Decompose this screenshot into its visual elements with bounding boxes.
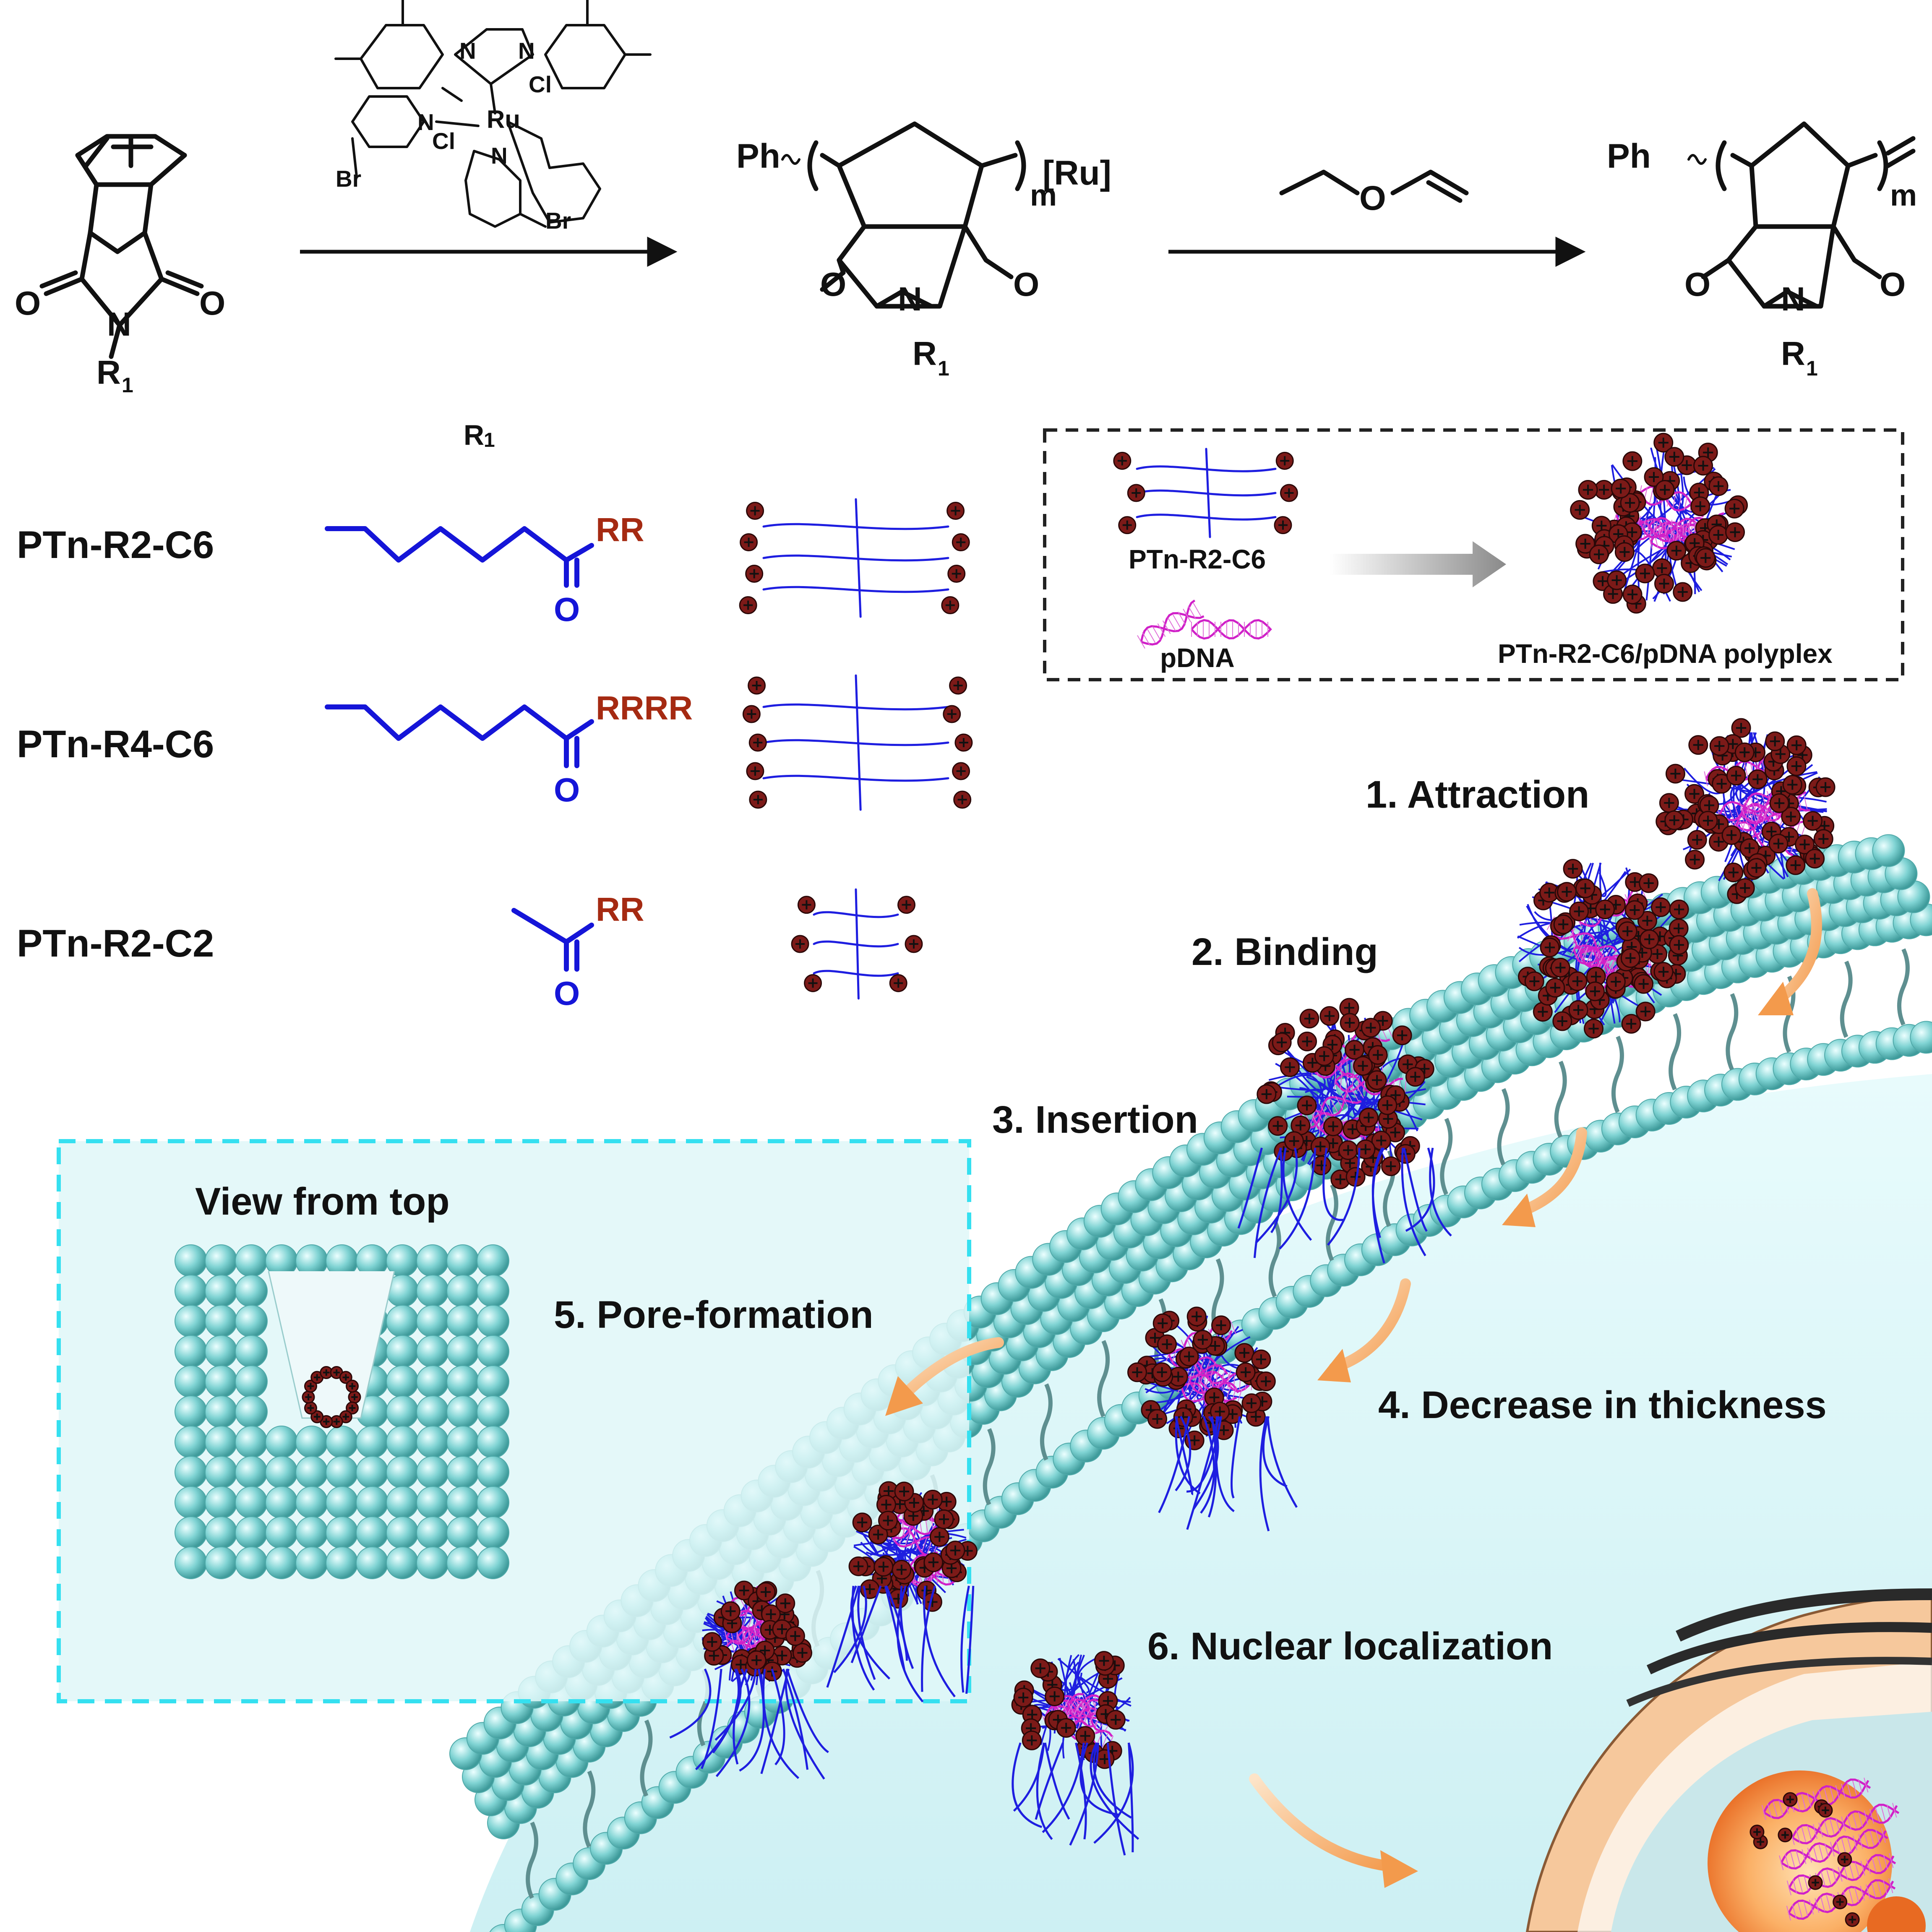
monomer-structure: O O N R 1 [15, 134, 225, 397]
polymer-final-n: N [1781, 280, 1805, 318]
polymer-name-3: PTn-R2-C2 [17, 922, 214, 965]
polymer-final-structure: Ph m O O N R 1 [1607, 121, 1917, 380]
polymer-ru-r-sub: 1 [938, 357, 949, 380]
polymer-cartoon-2 [742, 674, 973, 811]
side-chain-3: O RR [511, 891, 644, 1012]
inset-arrow [1330, 541, 1506, 587]
pdna-icon [1137, 600, 1272, 649]
carbonyl-o-1: O [554, 591, 580, 628]
polymer-ru-structure: Ph m [Ru] O O N R 1 [736, 121, 1111, 380]
inset-pdna-label: pDNA [1160, 643, 1235, 673]
polymer-name-2: PTn-R4-C6 [17, 723, 214, 766]
polyplex-thinning [1127, 1306, 1298, 1531]
catalyst-ru: Ru [487, 105, 520, 133]
catalyst-cl-top: Cl [529, 71, 552, 97]
side-chain-1: O RR [325, 511, 644, 628]
monomer-o-left: O [15, 284, 41, 322]
reagent-o: O [1359, 179, 1386, 217]
r1-header-sub: 1 [484, 429, 495, 451]
top-view-title: View from top [195, 1180, 450, 1223]
polymer-ru-m: m [1030, 179, 1057, 212]
catalyst-py-n2: N [491, 143, 508, 169]
cell-membrane [449, 834, 1932, 1932]
carbonyl-o-2: O [554, 771, 580, 808]
polymer-ru-n: N [898, 280, 922, 318]
step-label-6: 6. Nuclear localization [1147, 1625, 1553, 1668]
polyplex-pore-2 [669, 1580, 829, 1780]
polymer-ru-o-right: O [1013, 266, 1039, 303]
polymer-ru-ph: Ph [736, 137, 780, 175]
polymer-ru-end: [Ru] [1043, 154, 1111, 192]
inset-polymer-label: PTn-R2-C6 [1129, 544, 1266, 574]
polymer-final-o-right: O [1880, 266, 1906, 303]
end-group-2: RRRR [596, 689, 693, 727]
catalyst-cl-bottom: Cl [432, 128, 455, 154]
catalyst-n1: N [459, 38, 476, 64]
step-label-2: 2. Binding [1192, 931, 1378, 973]
polyplex-attraction [1656, 718, 1836, 904]
inset-polyplex [1570, 433, 1748, 614]
step-label-5: 5. Pore-formation [554, 1293, 873, 1336]
r1-header-r: R [464, 419, 484, 451]
polyplex-nuclear [1011, 1651, 1139, 1856]
polymer-final-r: R [1781, 335, 1805, 372]
catalyst-structure: N N Ru Cl Cl N N Br Br [334, 0, 652, 234]
inset-polyplex-label: PTn-R2-C6/pDNA polyplex [1498, 639, 1833, 669]
polymer-ru-r: R [913, 335, 937, 372]
inset-polymer-cartoon [1113, 448, 1298, 538]
process-arrowheads [885, 982, 1794, 1888]
polyplex-insertion [1237, 998, 1452, 1264]
cytoplasm [470, 1074, 1932, 1932]
polyplex-pore [826, 1481, 978, 1703]
catalyst-py-n1: N [417, 109, 434, 135]
polymer-final-r-sub: 1 [1806, 357, 1818, 380]
polymer-final-ph: Ph [1607, 137, 1651, 175]
polymer-ru-o-left: O [820, 266, 846, 303]
polymer-cartoon-3 [791, 888, 923, 1000]
top-view-lipid-grid [175, 1244, 509, 1579]
end-group-3: RR [596, 891, 644, 928]
end-group-1: RR [596, 511, 644, 548]
carbonyl-o-3: O [554, 975, 580, 1012]
polymer-name-1: PTn-R2-C6 [17, 524, 214, 566]
polymer-cartoon-1 [739, 498, 970, 618]
polymer-final-o-left: O [1684, 266, 1710, 303]
polymer-final-m: m [1890, 179, 1917, 212]
catalyst-br1: Br [336, 166, 361, 192]
monomer-r-sub: 1 [122, 373, 133, 397]
process-arrows [897, 888, 1822, 1872]
monomer-r: R [96, 354, 121, 391]
catalyst-br2: Br [545, 208, 571, 234]
step-label-3: 3. Insertion [992, 1098, 1198, 1141]
ethyl-vinyl-ether: O [1279, 169, 1469, 217]
step-label-4: 4. Decrease in thickness [1378, 1384, 1827, 1426]
monomer-n: N [107, 305, 131, 343]
side-chain-2: O RRRR [325, 689, 693, 808]
catalyst-n2: N [518, 38, 535, 64]
r1-header: R 1 [464, 419, 495, 451]
step-label-1: 1. Attraction [1366, 773, 1589, 816]
polyplex-binding [1517, 859, 1689, 1039]
nucleus-cargo [1749, 1778, 1900, 1927]
monomer-o-right: O [199, 284, 225, 322]
